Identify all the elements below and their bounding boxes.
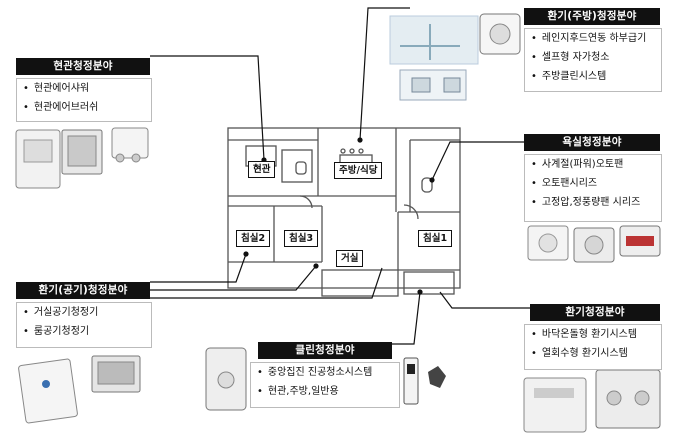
air-shower-panel [23, 139, 53, 163]
plan-toilet [295, 161, 307, 175]
room-label-entrance: 현관 [248, 161, 276, 178]
control-knob [115, 153, 125, 163]
clean-category-title: 클린청정분야 [258, 342, 392, 359]
connector-bathroom [431, 141, 524, 181]
bathroom-item: 고정압,정풍량팬 시리즈 [525, 193, 661, 212]
ventilation-item: 바닥온돌형 환기시스템 [525, 325, 661, 344]
plan-outer-wall [227, 127, 461, 289]
connector-dot [357, 137, 363, 143]
clean-item: 현관,주방,일반용 [251, 382, 399, 401]
kitchen-category-title: 환기(주방)청정분야 [524, 8, 660, 25]
floor-plan [227, 127, 461, 297]
clean-category-list: 중앙집진 진공청소시스템 현관,주방,일반용 [250, 362, 400, 408]
bathroom-item: 오토팬시리즈 [525, 174, 661, 193]
ventilation-item: 열회수형 환기시스템 [525, 344, 661, 363]
duct-box [443, 77, 461, 93]
entrance-product-images [15, 127, 149, 189]
connector-dot [429, 177, 435, 183]
hose-fitting [428, 366, 446, 388]
duct-port [634, 390, 650, 406]
connector-entrance [150, 55, 265, 161]
purifier-grill [97, 361, 135, 385]
room-label-bedroom3: 침실3 [284, 230, 319, 247]
air-category-title: 환기(공기)청정분야 [16, 282, 150, 299]
ventilation-product-images [523, 369, 661, 433]
air-category-list: 거실공기청정기 룸공기청정기 [16, 302, 152, 348]
connector-air-3 [150, 267, 383, 299]
kitchen-item: 셀프형 자가청소 [525, 48, 661, 67]
room-label-kitchen: 주방/식당 [334, 162, 383, 179]
connector-ventilation [439, 291, 530, 309]
connector-dot [243, 251, 249, 257]
ventilation-category-list: 바닥온돌형 환기시스템 열회수형 환기시스템 [524, 324, 662, 370]
entrance-category-list: 현관에어샤워 현관에어브러쉬 [16, 78, 152, 122]
ventilation-category-title: 환기청정분야 [530, 304, 660, 321]
connector-dot [417, 289, 423, 295]
air-item: 거실공기청정기 [17, 303, 151, 322]
vacuum-gauge [217, 371, 235, 389]
plan-balcony [403, 271, 455, 295]
plan-door [299, 195, 313, 209]
bathroom-item: 사계절(파워)오토팬 [525, 155, 661, 174]
duct-box [411, 77, 431, 93]
living-air-purifier [18, 358, 78, 424]
plan-bathroom [281, 149, 313, 183]
fan-grill [584, 235, 604, 255]
connector-air-2 [150, 265, 317, 291]
floor-vent-unit [523, 377, 587, 433]
kitchen-fan [489, 23, 511, 45]
fan-grill [538, 233, 558, 253]
kitchen-duct-diagram [389, 15, 479, 65]
status-light [42, 380, 50, 388]
heat-recovery-unit [595, 369, 661, 429]
room-label-bedroom1: 침실1 [418, 230, 453, 247]
connectors [150, 7, 530, 345]
kitchen-product-images [389, 13, 521, 101]
bathroom-category-title: 욕실청정분야 [524, 134, 660, 151]
plan-chair [349, 148, 355, 154]
connector-dot [313, 263, 319, 269]
bathroom-product-images [527, 225, 661, 263]
duct-port [606, 390, 622, 406]
fan-accent [626, 236, 654, 246]
connector-clean [392, 291, 421, 345]
room-label-bedroom2: 침실2 [236, 230, 271, 247]
clean-product-images [205, 347, 446, 411]
kitchen-item: 레인지후드연동 하부급기 [525, 29, 661, 48]
room-label-living: 거실 [336, 250, 364, 267]
entrance-item: 현관에어샤워 [17, 79, 151, 98]
connector-kitchen [359, 7, 410, 141]
kitchen-item: 주방클린시스템 [525, 67, 661, 86]
plan-toilet [421, 177, 433, 193]
connector-air-1 [150, 253, 247, 283]
control-box [111, 127, 149, 159]
plan-door [403, 204, 419, 220]
inlet-port [407, 364, 415, 374]
entrance-item: 현관에어브러쉬 [17, 98, 151, 117]
plan-balcony [321, 269, 399, 297]
entrance-category-title: 현관청정분야 [16, 58, 150, 75]
control-knob [131, 153, 141, 163]
bathroom-category-list: 사계절(파워)오토팬 오토팬시리즈 고정압,정풍량팬 시리즈 [524, 154, 662, 222]
vent-slot [534, 388, 574, 398]
plan-chair [340, 148, 346, 154]
plan-chair [358, 148, 364, 154]
kitchen-category-list: 레인지후드연동 하부급기 셀프형 자가청소 주방클린시스템 [524, 28, 662, 92]
air-brush-grill [67, 135, 97, 167]
air-product-images [18, 355, 141, 424]
air-item: 룸공기청정기 [17, 322, 151, 341]
clean-item: 중앙집진 진공청소시스템 [251, 363, 399, 382]
